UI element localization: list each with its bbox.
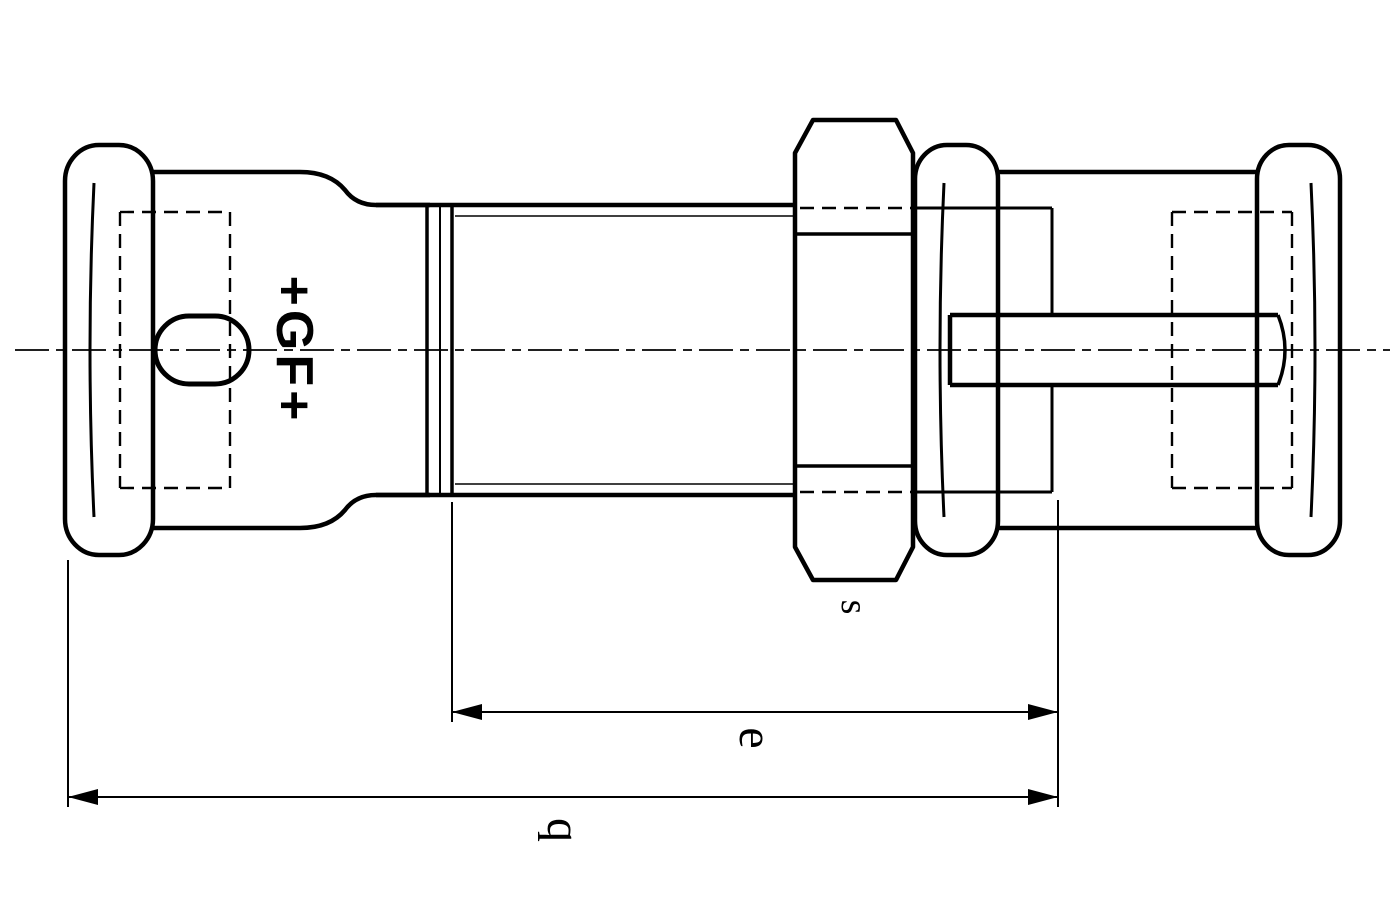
gf-logo: +GF+ bbox=[265, 276, 323, 425]
right-press-bead-outline bbox=[1254, 142, 1343, 558]
dim-e-arrow-left bbox=[452, 704, 482, 720]
inserted-pipe bbox=[947, 312, 1287, 388]
right-press-bead-inner-contour bbox=[1309, 182, 1317, 518]
union-nut bbox=[792, 117, 916, 583]
dim-q-arrow-right bbox=[1028, 789, 1058, 805]
dim-e-label: e bbox=[729, 727, 782, 748]
dimensions: e q s bbox=[67, 500, 1059, 842]
left-press-socket: +GF+ bbox=[62, 142, 430, 558]
pipe-break-line bbox=[1276, 314, 1287, 386]
dim-q-label: q bbox=[537, 818, 590, 842]
left-socket-body-bottom-contour bbox=[153, 492, 430, 531]
threaded-nipple bbox=[376, 202, 797, 498]
union-nut-outline bbox=[792, 117, 916, 583]
dim-e-arrow-right bbox=[1028, 704, 1058, 720]
left-socket-body-top-contour bbox=[153, 169, 430, 208]
wrench-size-label: s bbox=[833, 600, 875, 615]
right-press-socket bbox=[912, 142, 1343, 558]
dim-q-arrow-left bbox=[68, 789, 98, 805]
right-socket-mouth-bead bbox=[912, 142, 1001, 558]
right-socket-mouth-inner-contour bbox=[938, 182, 946, 518]
sight-hole bbox=[152, 313, 252, 387]
left-press-bead-inner-contour bbox=[88, 182, 96, 518]
